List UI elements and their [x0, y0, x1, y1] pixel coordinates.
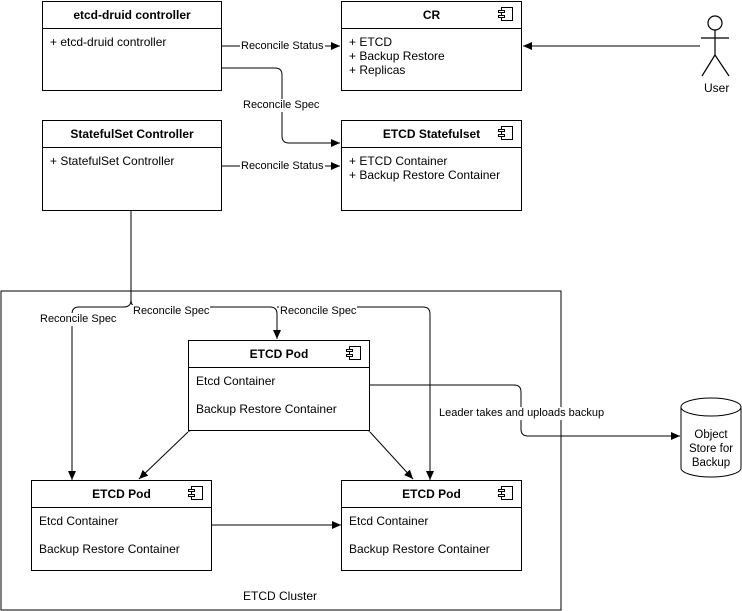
cr-box: CR + ETCD + Backup Restore + Replicas [341, 1, 522, 91]
edge-label-reconcile-spec: Reconcile Spec [279, 305, 358, 318]
edge-reconcile-spec-left-pod [68, 211, 132, 480]
edge-label-leader-backup: Leader takes and uploads backup [438, 407, 606, 420]
box-item: + StatefulSet Controller [50, 154, 175, 168]
component-icon [498, 126, 513, 140]
box-item: Backup Restore Container [196, 402, 337, 416]
component-icon [188, 486, 203, 500]
box-item: Backup Restore Container [349, 542, 490, 556]
user-label: User [704, 81, 730, 95]
box-item: + Backup Restore [349, 49, 445, 63]
box-title: etcd-druid controller [43, 2, 221, 29]
box-item: Etcd Container [196, 374, 276, 388]
etcd-druid-controller-box: etcd-druid controller + etcd-druid contr… [42, 1, 222, 91]
box-item: Etcd Container [349, 514, 429, 528]
box-title: ETCD Pod [32, 481, 211, 508]
edge-reconcile-spec-top-pod [130, 299, 281, 339]
edge-top-pod-right-pod [360, 422, 414, 480]
cluster-label: ETCD Cluster [243, 589, 318, 603]
object-store-line: Backup [691, 457, 731, 469]
box-item: + etcd-druid controller [50, 35, 167, 49]
box-title: StatefulSet Controller [43, 121, 221, 148]
etcd-cluster-boundary [0, 290, 562, 611]
statefulset-controller-box: StatefulSet Controller + StatefulSet Con… [42, 120, 222, 211]
box-item: + ETCD Container [349, 154, 448, 168]
box-title: CR [342, 2, 521, 29]
box-title: ETCD Pod [342, 481, 521, 508]
etcd-pod-left-box: ETCD Pod Etcd Container Backup Restore C… [31, 480, 212, 571]
edge-label-reconcile-spec: Reconcile Spec [242, 99, 321, 112]
box-title: ETCD Statefulset [342, 121, 521, 148]
etcd-pod-right-box: ETCD Pod Etcd Container Backup Restore C… [341, 480, 522, 571]
box-item: + Replicas [349, 63, 406, 77]
edge-reconcile-spec-right-pod [277, 306, 434, 480]
object-store-label: Object Store for Backup [680, 428, 742, 470]
object-store-line: Store for [688, 443, 734, 455]
edge-top-pod-left-pod [138, 422, 198, 480]
component-icon [498, 486, 513, 500]
component-icon [346, 346, 361, 360]
box-item: Backup Restore Container [39, 542, 180, 556]
box-title: ETCD Pod [189, 341, 369, 368]
user-actor-icon [701, 15, 730, 77]
box-item: + ETCD [349, 35, 393, 49]
component-icon [498, 7, 513, 21]
etcd-pod-top-box: ETCD Pod Etcd Container Backup Restore C… [188, 340, 370, 431]
database-cylinder-icon [680, 397, 742, 478]
object-store-line: Object [694, 429, 728, 441]
edge-label-reconcile-spec: Reconcile Spec [132, 305, 211, 318]
box-item: Etcd Container [39, 514, 119, 528]
edge-label-reconcile-status: Reconcile Status [240, 40, 325, 53]
edge-label-reconcile-status: Reconcile Status [240, 160, 325, 173]
etcd-statefulset-box: ETCD Statefulset + ETCD Container + Back… [341, 120, 522, 211]
box-item: + Backup Restore Container [349, 168, 501, 182]
edge-label-reconcile-spec: Reconcile Spec [39, 313, 118, 326]
